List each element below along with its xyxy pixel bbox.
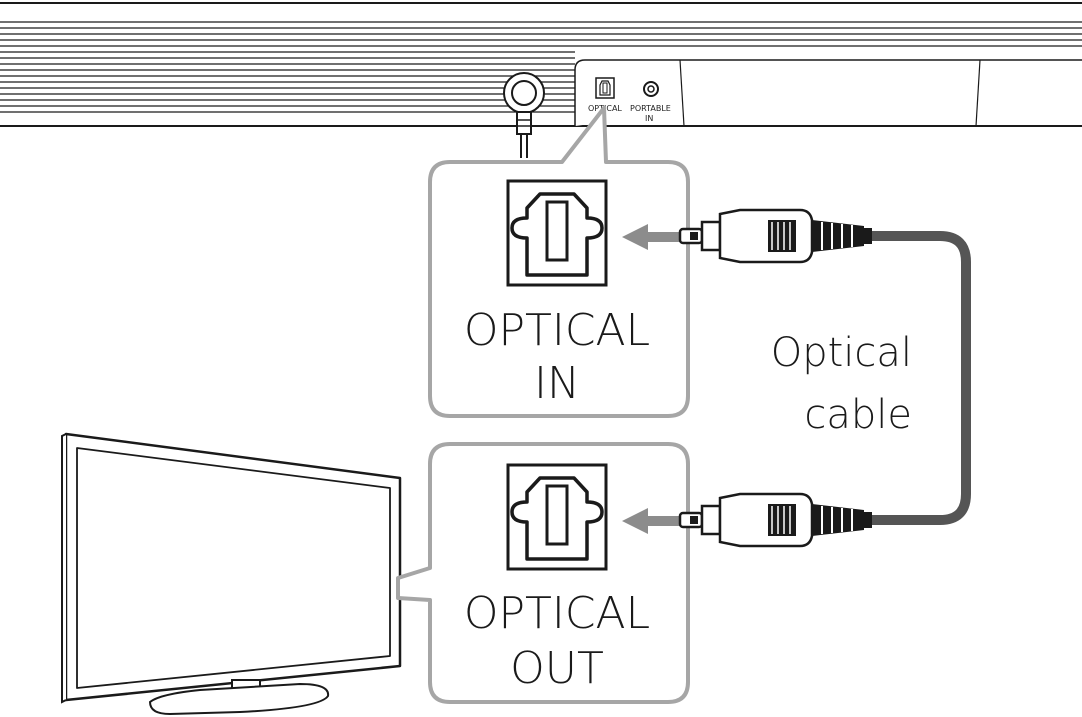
callout-out-line2: OUT (510, 643, 604, 694)
callout-optical-out: OPTICAL OUT (396, 442, 690, 704)
cable-connector-top (678, 208, 872, 264)
callout-optical-in: OPTICAL IN (428, 106, 690, 418)
optical-cable-line (870, 231, 971, 525)
cable-label-line1: Optical (771, 330, 912, 376)
callout-in-line1: OPTICAL (464, 305, 650, 356)
power-plug-icon (503, 72, 545, 158)
optical-port-small-icon (595, 77, 615, 99)
portable-in-jack-icon (643, 81, 659, 97)
arrow-into-optical-out (622, 508, 680, 534)
callout-out-line1: OPTICAL (464, 588, 650, 639)
cable-connector-bottom (678, 492, 872, 548)
port-portable-label-line2: IN (645, 114, 653, 123)
callout-in-line2: IN (534, 358, 580, 409)
cable-label-line2: cable (804, 392, 912, 438)
arrow-into-optical-in (622, 224, 680, 250)
television (61, 432, 402, 716)
soundbar: OPTICAL PORTABLE IN (0, 2, 1082, 158)
port-portable-label: PORTABLE (630, 104, 671, 113)
